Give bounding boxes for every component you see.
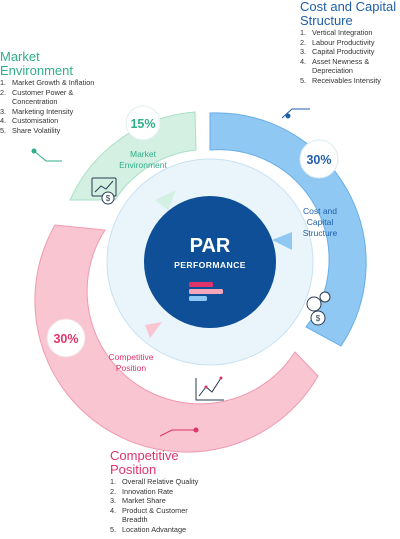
factor-item: 5.Receivables Intensity	[300, 75, 381, 85]
svg-text:$: $	[316, 314, 321, 323]
center-title: PAR	[190, 235, 231, 257]
label-line: Position	[116, 363, 147, 373]
label-line: Cost and	[303, 206, 337, 216]
cost-percent-badge: 30%	[299, 139, 339, 179]
bar-chart-icon	[189, 282, 223, 301]
competitive-percent-badge: 30%	[46, 318, 86, 358]
factor-item: 2.Innovation Rate	[110, 486, 174, 496]
factor-item: 2.Labour Productivity	[300, 37, 375, 47]
center-circle	[144, 196, 276, 328]
center-subtitle: PERFORMANCE	[174, 260, 246, 270]
factor-item: 3.Marketing Intensity	[0, 106, 74, 116]
label-line: Structure	[303, 228, 338, 238]
market-percent-badge: 15%	[125, 105, 161, 141]
factor-item: 4.Asset Newness &Depreciation	[300, 56, 370, 76]
factor-item: 5.Share Volatility	[0, 125, 61, 135]
label-line: Market	[130, 149, 157, 159]
factor-item: 4.Customisation	[0, 116, 59, 126]
cost-arrow	[272, 232, 292, 250]
competitive-arrow	[145, 322, 162, 338]
market-arrow	[155, 190, 176, 210]
factor-item: 5.Location Advantage	[110, 524, 187, 534]
factor-item: 1.Overall Relative Quality	[110, 477, 199, 486]
competitive-connector	[159, 427, 199, 437]
factor-item: 1.Vertical Integration	[300, 28, 373, 37]
factor-item: 3.Market Share	[110, 496, 166, 506]
coins-icon: $	[306, 291, 331, 326]
growth-chart-icon	[195, 376, 224, 401]
cost-connector	[281, 108, 310, 119]
svg-text:$: $	[106, 194, 111, 203]
competitive-segment	[34, 224, 319, 453]
label-line: Environment	[119, 160, 167, 170]
svg-text:30%: 30%	[53, 332, 78, 346]
factor-item: 2.Customer Power &Concentration	[0, 87, 74, 107]
label-line: Competitive	[109, 352, 154, 362]
factor-item: 1.Market Growth & Inflation	[0, 78, 95, 87]
svg-text:30%: 30%	[306, 153, 331, 167]
label-line: Capital	[307, 217, 334, 227]
market-chart-icon: $	[91, 177, 117, 205]
market-connector	[31, 148, 62, 162]
factor-item: 3.Capital Productivity	[300, 47, 375, 57]
svg-text:15%: 15%	[130, 117, 155, 131]
